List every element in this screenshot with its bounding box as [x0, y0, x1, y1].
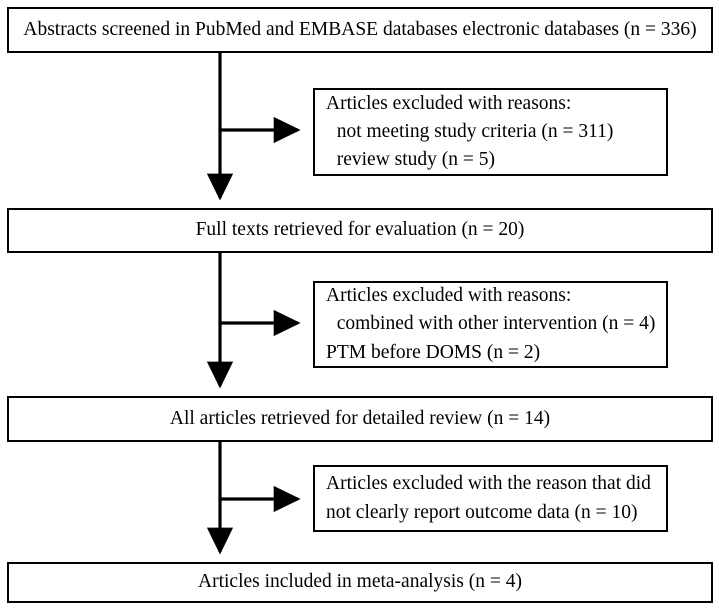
- box-excluded-3-line-2: not clearly report outcome data (n = 10): [326, 501, 638, 523]
- box-excluded-1-line-2: not meeting study criteria (n = 311): [336, 120, 614, 142]
- box-full-texts-line-1: Full texts retrieved for evaluation (n =…: [195, 219, 525, 241]
- box-excluded-2-line-3: PTM before DOMS (n = 2): [326, 341, 541, 363]
- box-excluded-reasons-3: Articles excluded with the reason that d…: [313, 465, 668, 532]
- box-detailed-review-line-1: All articles retrieved for detailed revi…: [169, 407, 551, 429]
- connector-full-texts-to-detailed-review: [206, 252, 301, 389]
- box-abstracts-screened-line-1: Abstracts screened in PubMed and EMBASE …: [23, 18, 697, 40]
- box-excluded-1-line-3: review study (n = 5): [336, 149, 496, 171]
- connector-detailed-review-to-included: [206, 442, 301, 555]
- box-excluded-3-line-1: Articles excluded with the reason that d…: [326, 473, 651, 495]
- box-excluded-reasons-1: Articles excluded with reasons: not meet…: [313, 88, 668, 176]
- box-included-meta-analysis: Articles included in meta-analysis (n = …: [7, 562, 713, 603]
- box-detailed-review: All articles retrieved for detailed revi…: [7, 396, 713, 442]
- box-full-texts-retrieved: Full texts retrieved for evaluation (n =…: [7, 208, 713, 253]
- box-included-line-1: Articles included in meta-analysis (n = …: [198, 571, 522, 593]
- box-excluded-reasons-2: Articles excluded with reasons: combined…: [313, 281, 668, 368]
- box-excluded-2-line-1: Articles excluded with reasons:: [326, 285, 572, 307]
- box-excluded-2-line-2: combined with other intervention (n = 4): [336, 313, 656, 335]
- connector-screened-to-full-texts: [206, 52, 301, 201]
- box-excluded-1-line-1: Articles excluded with reasons:: [326, 92, 572, 114]
- box-abstracts-screened: Abstracts screened in PubMed and EMBASE …: [7, 7, 713, 53]
